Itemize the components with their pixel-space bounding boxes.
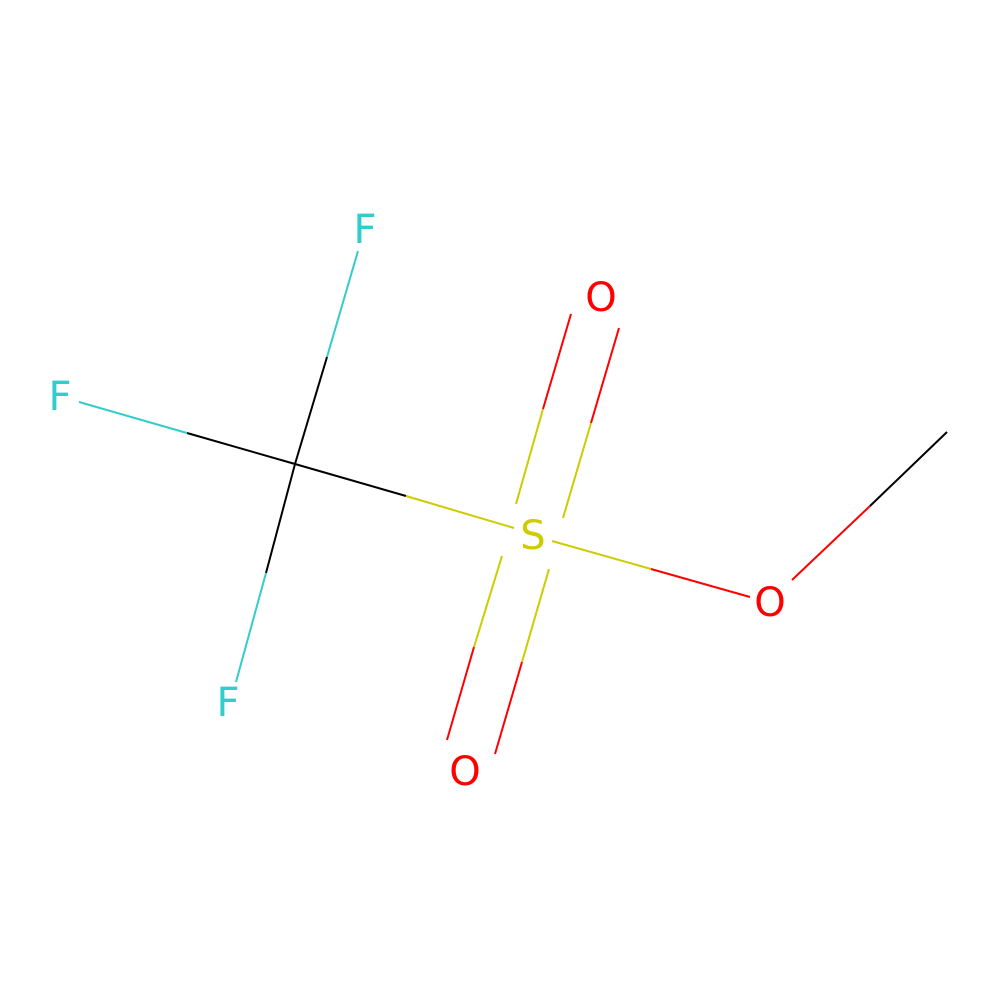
- bond-s-o-bottom: [446, 555, 550, 755]
- bond-c-f-bottom: [235, 463, 296, 683]
- bond-s-o-top: [515, 313, 620, 519]
- atom-o-ester: O: [754, 580, 785, 626]
- atom-f-bottom: F: [216, 680, 239, 726]
- atom-o-bottom: O: [449, 749, 480, 795]
- bond-s-o-ester: [551, 540, 751, 598]
- bond-c-f-left: [78, 401, 296, 465]
- bond-o-methyl: [791, 431, 948, 581]
- atom-f-left: F: [48, 374, 71, 420]
- bond-c-s: [294, 463, 515, 529]
- atom-f-top: F: [353, 207, 376, 253]
- atom-o-top: O: [585, 275, 616, 321]
- atom-sulfur: S: [520, 513, 545, 559]
- bond-c-f-top: [294, 250, 359, 465]
